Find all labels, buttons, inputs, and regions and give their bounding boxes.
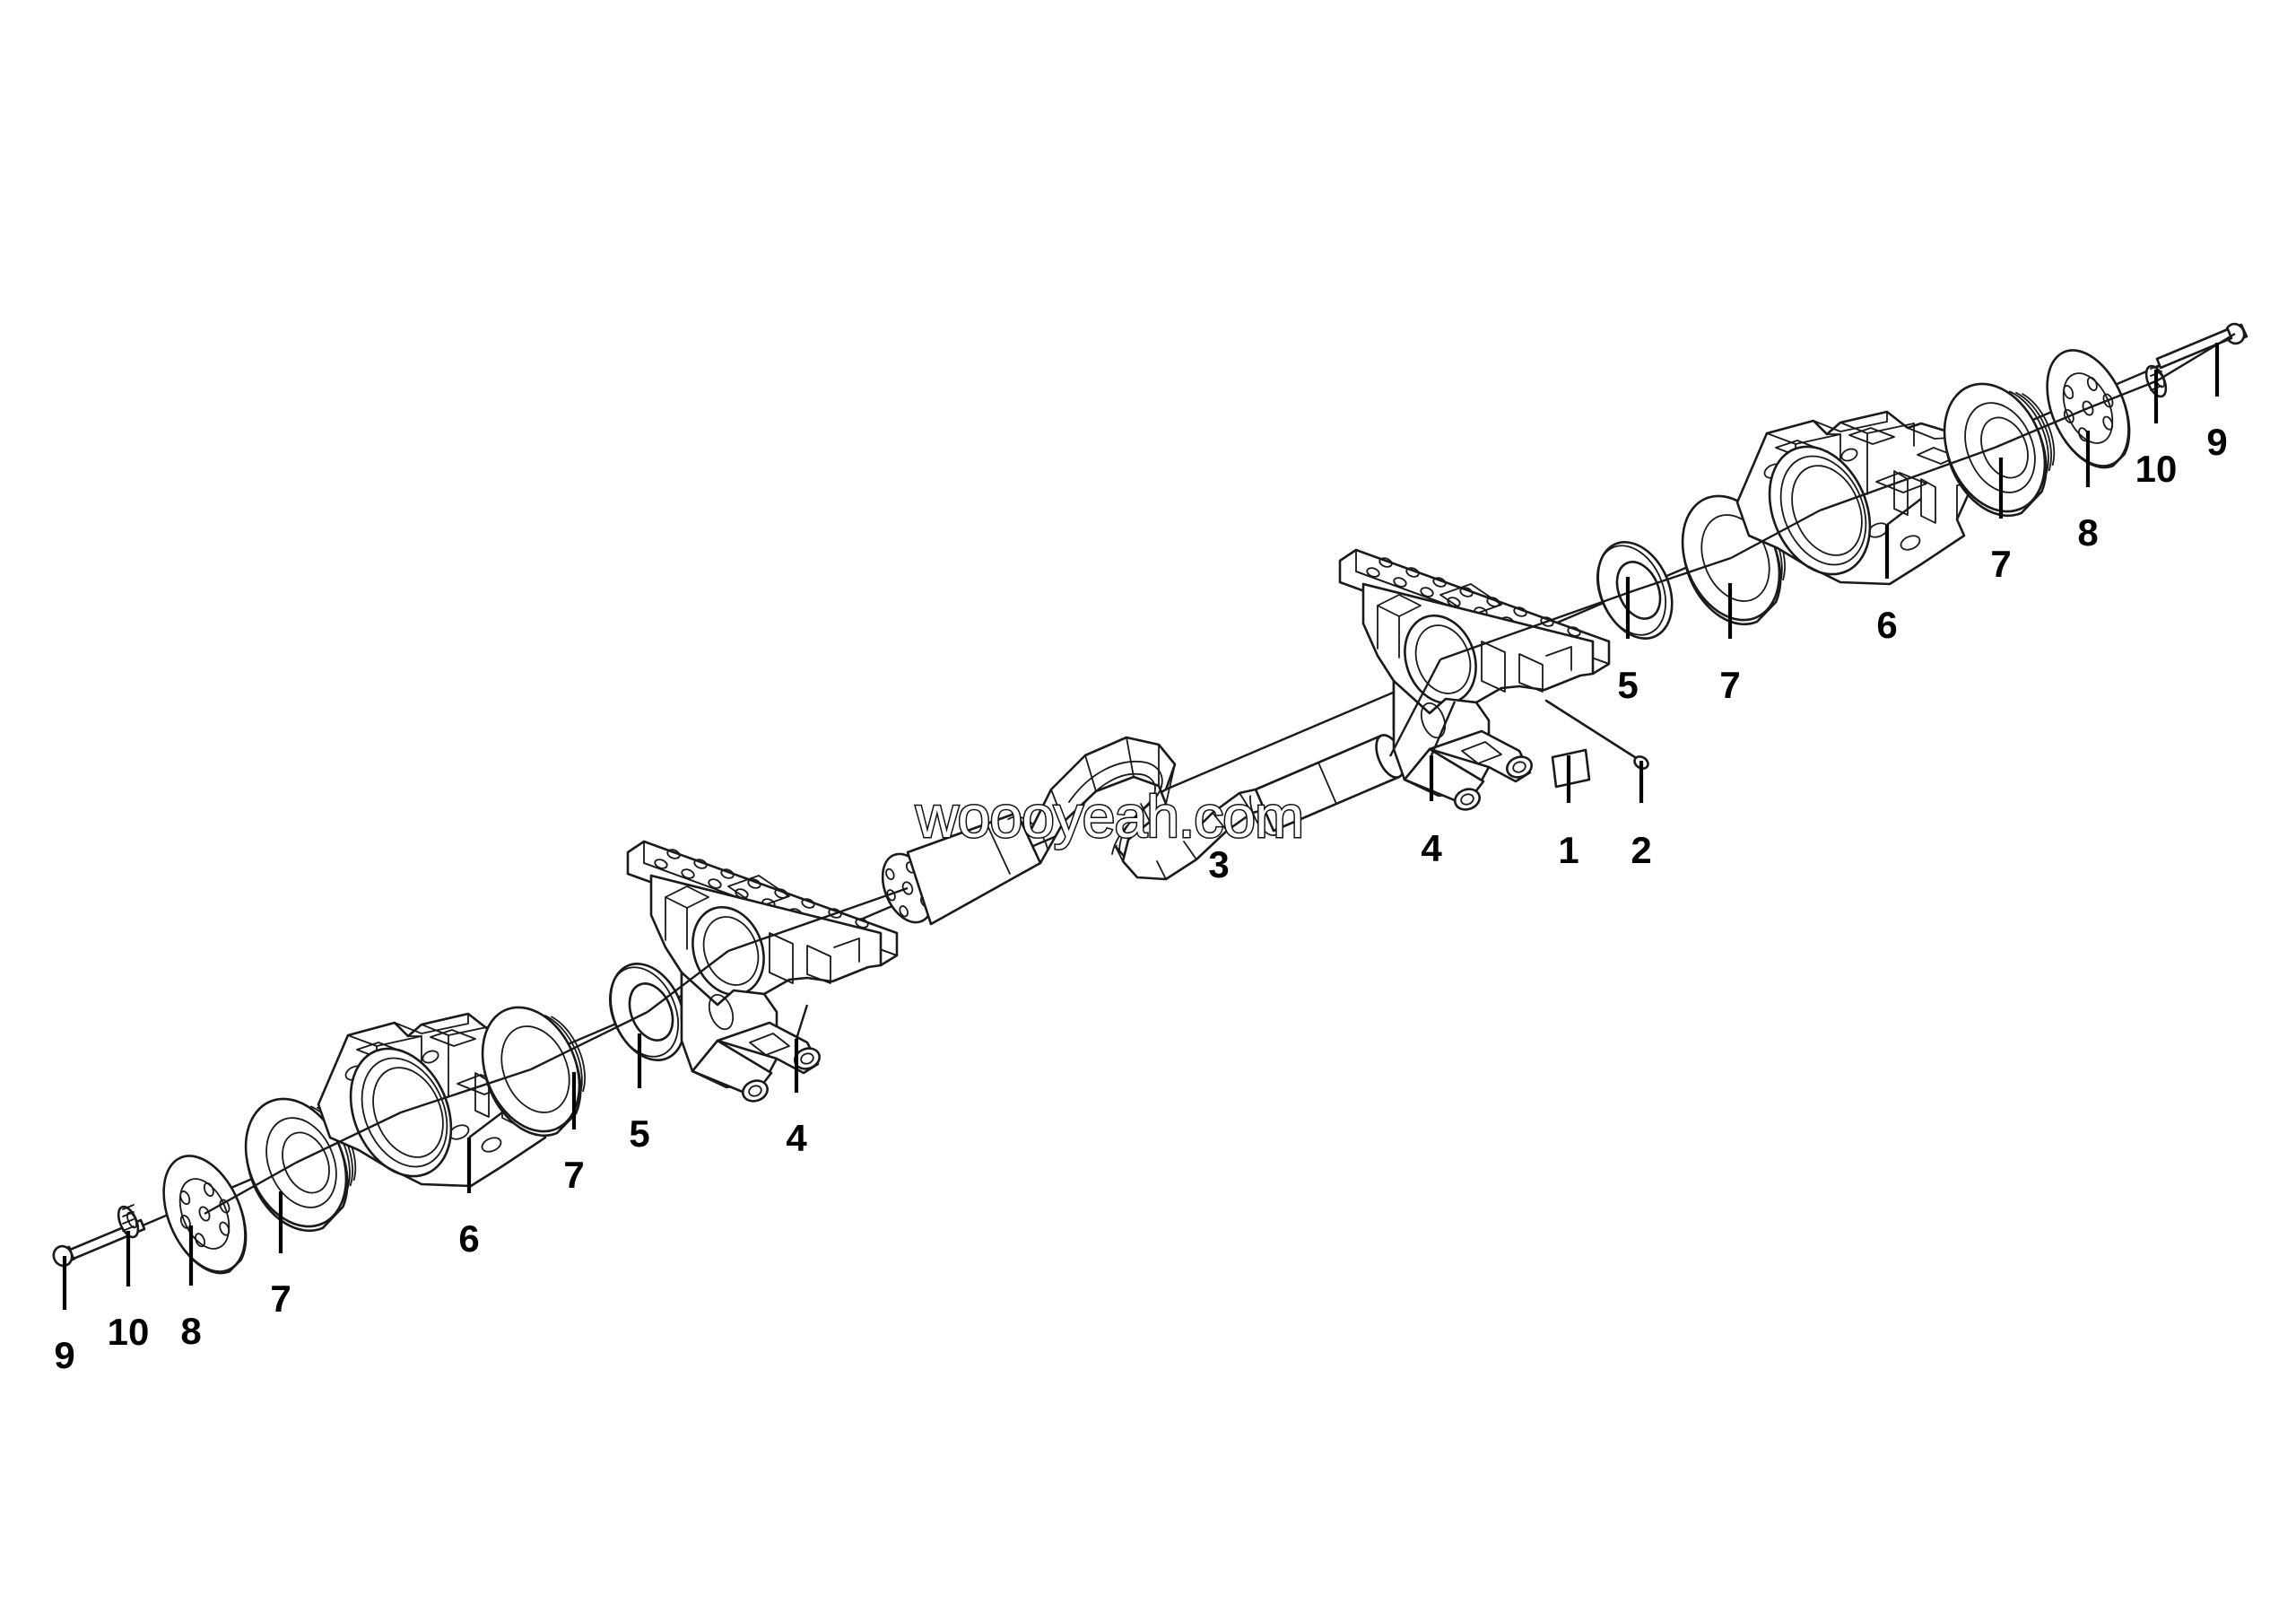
callout-number-6: 6 [458, 1217, 480, 1260]
lock-washer-left [117, 1204, 140, 1239]
hex-head-bolt-right [2155, 322, 2248, 370]
callout-number-7: 7 [1719, 664, 1741, 706]
part-leader-lines [204, 332, 2236, 1216]
callout-number-9: 9 [2206, 421, 2228, 463]
axle-bracket-carrier-right [1338, 548, 1611, 811]
callout-number-3: 3 [1208, 843, 1230, 885]
callout-number-7: 7 [270, 1278, 291, 1320]
callout-number-7: 7 [1990, 543, 2012, 585]
callout-number-10: 10 [107, 1311, 150, 1353]
callout-number-4: 4 [786, 1117, 807, 1159]
callout-number-2: 2 [1631, 829, 1652, 871]
callout-number-1: 1 [1558, 829, 1579, 871]
identification-plate [1551, 748, 1591, 789]
callout-number-5: 5 [1617, 664, 1639, 706]
callout-number-10: 10 [2135, 448, 2178, 490]
callout-number-6: 6 [1876, 604, 1898, 646]
callout-number-8: 8 [180, 1310, 202, 1352]
axle-bracket-carrier-left [626, 840, 899, 1103]
hub-flange-disc-left [162, 1155, 248, 1275]
callout-number-4: 4 [1421, 827, 1442, 869]
cranked-axle-beam [881, 734, 1405, 926]
callout-leader-ticks [62, 343, 2220, 1310]
callout-number-9: 9 [54, 1334, 75, 1376]
callout-number-8: 8 [2077, 511, 2099, 554]
callout-number-7: 7 [563, 1154, 585, 1196]
callout-number-5: 5 [629, 1112, 650, 1155]
